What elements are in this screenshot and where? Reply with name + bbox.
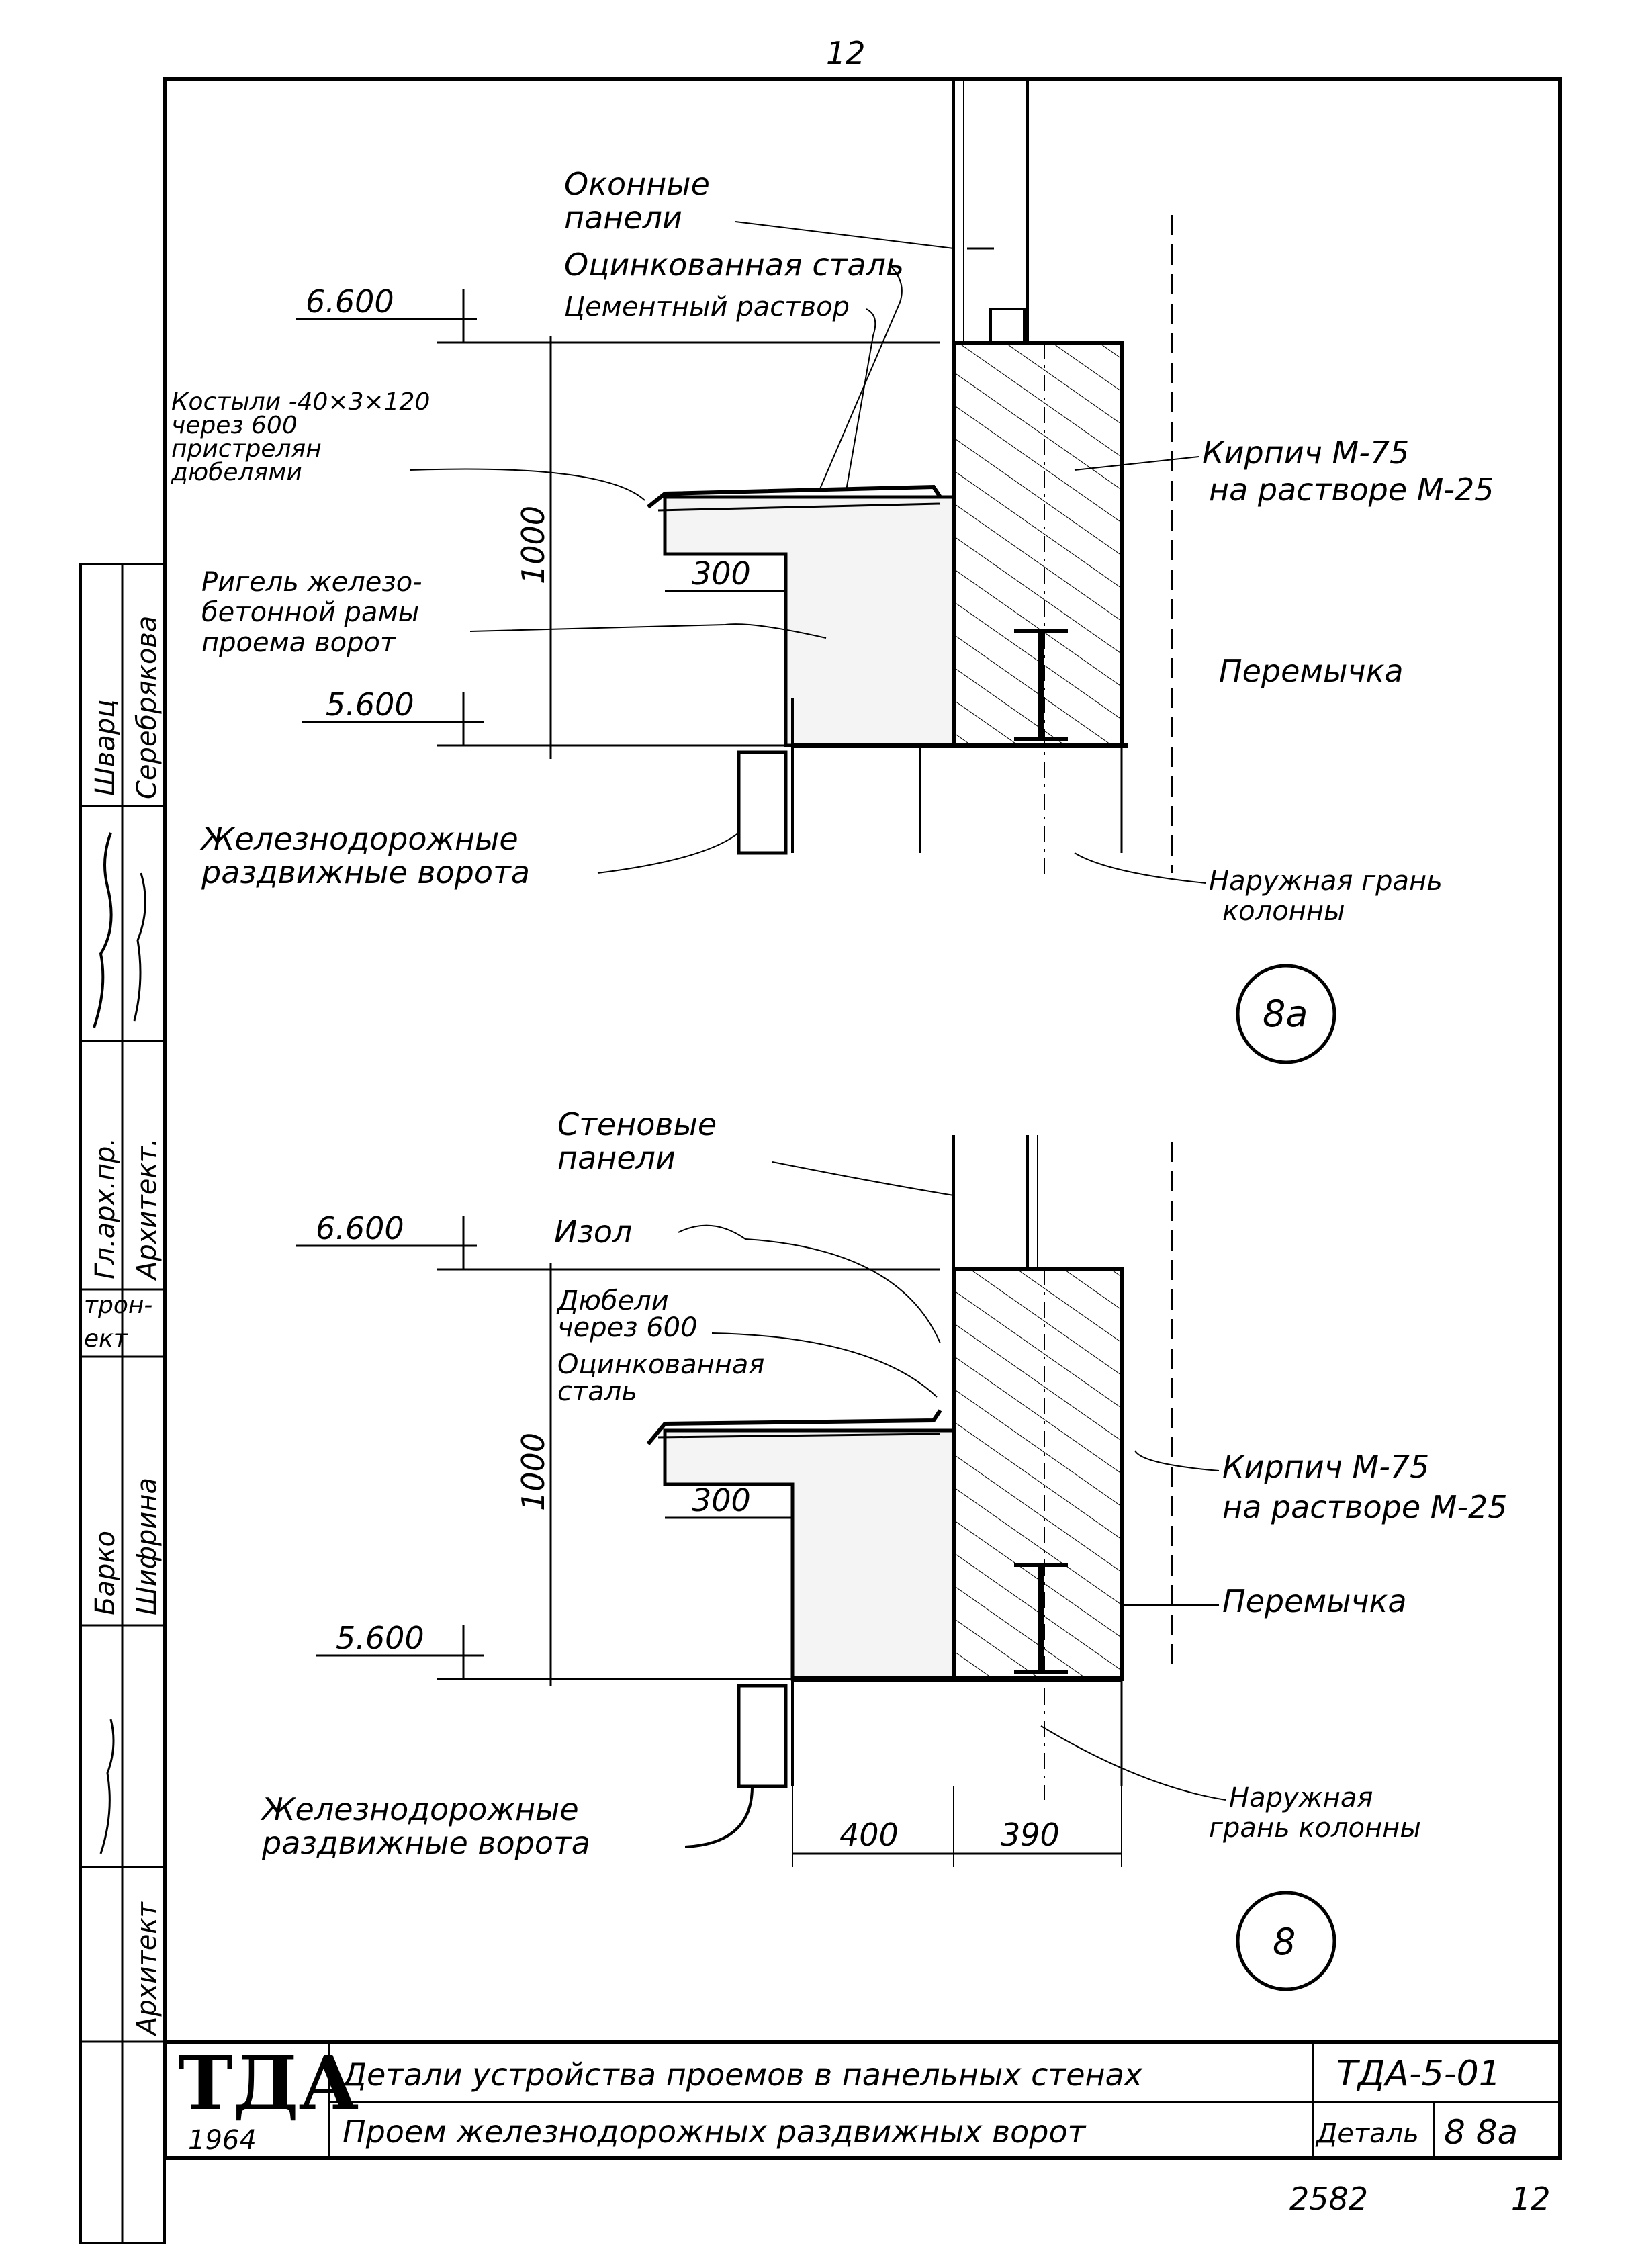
leader-line	[1074, 456, 1199, 471]
galv-flashing	[647, 484, 942, 509]
signature-mark	[93, 832, 113, 1028]
leader-line	[684, 1786, 754, 1848]
label-girder-2: бетонной рамы	[201, 597, 419, 628]
label-brackets-4: дюбелями	[171, 459, 302, 486]
label-wall-panels: Стеновые	[557, 1106, 717, 1142]
label-lintel: Перемычка	[1219, 653, 1404, 689]
leader-line	[1074, 852, 1206, 884]
title-year: 1964	[188, 2125, 257, 2156]
mortar-block	[989, 308, 1026, 344]
height-dim-8a: 1000	[515, 506, 551, 584]
leader-line	[1040, 1725, 1226, 1801]
archive-number: 2582	[1289, 2181, 1368, 2217]
brick-column	[952, 1267, 1124, 1681]
gate-profile	[737, 750, 788, 855]
signature-mark	[99, 1719, 115, 1854]
label-galv-steel-8-1: Оцинкованная	[557, 1349, 764, 1380]
label-cement-mortar: Цементный раствор	[564, 291, 850, 322]
leader-line	[846, 308, 876, 491]
galv-flashing	[646, 1409, 942, 1445]
label-outer-face-8-1: Наружная	[1229, 1782, 1373, 1813]
label-girder-3: проема ворот	[201, 627, 397, 658]
page-number-top: 12	[826, 35, 866, 71]
detail-numbers: 8 8а	[1444, 2113, 1518, 2152]
leader-line	[678, 1224, 941, 1344]
detail-marker-8a-label: 8a	[1263, 993, 1308, 1035]
level-top-8: 6.600	[316, 1210, 404, 1246]
series-code: ТДА-5-01	[1336, 2054, 1501, 2094]
label-brackets-3: пристрелян	[171, 435, 322, 463]
label-window-panels-2: панели	[564, 199, 682, 236]
detail-caption: Деталь	[1315, 2118, 1419, 2149]
label-window-panels: Оконные	[564, 166, 710, 202]
label-brick-1: Кирпич М-75	[1202, 435, 1409, 471]
label-lintel-8: Перемычка	[1222, 1583, 1407, 1619]
leader-line	[772, 1161, 954, 1196]
leader-line	[711, 1332, 938, 1398]
label-outer-face-2: колонны	[1222, 896, 1345, 927]
label-gates-2: раздвижные ворота	[201, 854, 530, 891]
stamp-fragment-2: ект	[84, 1325, 128, 1353]
stamp-name-7: Архитект	[132, 1901, 163, 2037]
flashing-line	[657, 502, 941, 512]
detail-marker-8a	[1236, 964, 1336, 1064]
label-brick-2: на растворе М-25	[1209, 471, 1494, 508]
flashing-line	[657, 1433, 941, 1439]
label-brackets-2: через 600	[171, 412, 298, 439]
detail-8a: 6.600 5.600 1000 300 Оконные панели Оцин…	[171, 81, 1494, 1064]
stamp-name-1: Шварц	[90, 700, 121, 796]
side-stamp: Шварц Серебрякова Гл.арх.пр. Архитект. Б…	[79, 563, 166, 2244]
title-main: Детали устройства проемов в панельных ст…	[341, 2056, 1143, 2093]
concrete-girder	[663, 1428, 956, 1681]
label-insulation: Изол	[554, 1214, 632, 1250]
label-dowels-2: через 600	[557, 1312, 698, 1343]
stamp-name-2: Серебрякова	[132, 616, 163, 799]
label-outer-face-1: Наружная грань	[1209, 866, 1443, 897]
page-number-bottom: 12	[1511, 2181, 1551, 2217]
label-gates-1: Железнодорожные	[199, 821, 518, 857]
width-right-8: 390	[1001, 1817, 1060, 1853]
title-sub: Проем железнодорожных раздвижных ворот	[343, 2114, 1087, 2150]
ledge-dim-8a: 300	[692, 555, 751, 592]
label-brick-8-1: Кирпич М-75	[1222, 1449, 1429, 1485]
title-logo: ТДА	[178, 2040, 359, 2126]
detail-marker-8	[1236, 1891, 1336, 1991]
level-bottom-8a: 5.600	[326, 686, 414, 723]
detail-8: 6.600 5.600 1000 300 400 390 Стеновые па…	[260, 1106, 1508, 1991]
stamp-name-4: Архитект.	[132, 1138, 163, 1281]
leader-line	[409, 468, 645, 501]
brick-column	[952, 341, 1124, 747]
label-gates-8-1: Железнодорожные	[260, 1791, 579, 1827]
stamp-name-3: Гл.арх.пр.	[90, 1138, 121, 1279]
signature-mark	[133, 872, 146, 1022]
leader-line	[735, 221, 954, 249]
leader-line	[597, 832, 739, 874]
title-block: ТДА 1964 Детали устройства проемов в пан…	[165, 2040, 1560, 2158]
label-gates-8-2: раздвижные ворота	[261, 1825, 590, 1861]
label-galv-steel: Оцинкованная сталь	[564, 246, 904, 283]
leader-line	[1134, 1450, 1220, 1471]
height-dim-8: 1000	[515, 1433, 551, 1511]
level-bottom-8: 5.600	[336, 1620, 424, 1656]
level-top-8a: 6.600	[306, 283, 394, 320]
leader-line	[469, 623, 827, 639]
stamp-fragment-1: трон-	[84, 1291, 152, 1319]
gate-profile	[737, 1684, 788, 1788]
width-left-8: 400	[839, 1817, 899, 1853]
ledge-dim-8: 300	[692, 1482, 751, 1518]
stamp-name-5: Барко	[90, 1531, 121, 1615]
concrete-girder	[663, 495, 956, 747]
label-girder-1: Ригель железо-	[201, 567, 422, 598]
label-wall-panels-2: панели	[557, 1140, 676, 1176]
label-brick-8-2: на растворе М-25	[1222, 1489, 1508, 1525]
label-outer-face-8-2: грань колонны	[1209, 1813, 1421, 1844]
detail-marker-8-label: 8	[1273, 1921, 1296, 1963]
label-brackets-1: Костыли -40×3×120	[171, 388, 430, 416]
label-galv-steel-8-2: сталь	[557, 1376, 637, 1407]
label-dowels-1: Дюбели	[556, 1285, 669, 1316]
stamp-name-6: Шифрина	[132, 1478, 163, 1615]
leader-line	[819, 265, 903, 491]
